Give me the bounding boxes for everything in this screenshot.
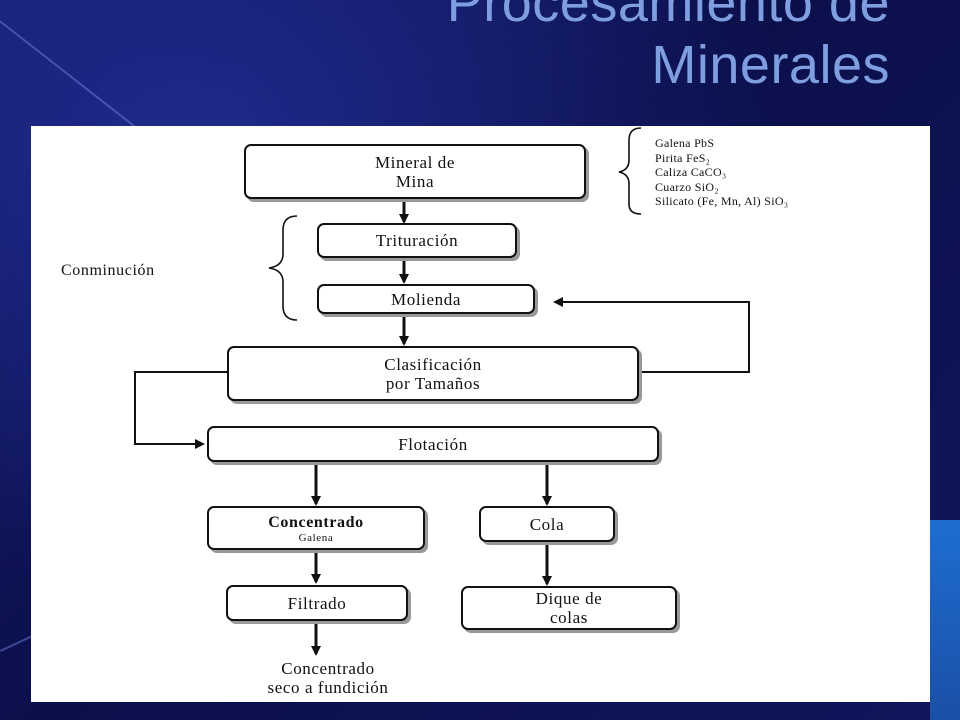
filtrado-box: Filtrado [226, 585, 408, 621]
mineral-de-mina-line1: Mineral de [374, 152, 456, 172]
mineral-item: Pirita FeS₂ [655, 150, 711, 165]
filtrado-label: Filtrado [287, 593, 347, 613]
dique-line2: colas [550, 608, 588, 627]
trituracion-label: Trituración [375, 231, 459, 250]
mineral-de-mina-line2: Mina [395, 171, 435, 191]
mineral-de-mina-box: Mineral de Mina [244, 144, 586, 199]
mineral-item: Cuarzo SiO₂ [655, 179, 719, 194]
clasificacion-line2: por Tamaños [385, 373, 481, 393]
mineral-item: Galena PbS [655, 136, 715, 150]
clasificacion-line1: Clasificación [384, 354, 482, 374]
mineral-item: Caliza CaCO₃ [655, 165, 727, 179]
cola-label: Cola [529, 514, 565, 534]
conminucion-brace [268, 215, 298, 321]
flotacion-label: Flotación [398, 434, 468, 454]
slide-title-line2: Minerales [651, 35, 890, 95]
final-product-label: Concentrado seco a fundición [223, 659, 433, 697]
minerals-brace [618, 127, 642, 215]
molienda-box: Molienda [317, 284, 535, 314]
slide-title-line1: Procesamiento de [446, 0, 890, 33]
mineral-list: Galena PbS Pirita FeS₂ Caliza CaCO₃ Cuar… [655, 136, 788, 209]
side-accent-panel [930, 520, 960, 720]
molienda-label: Molienda [391, 289, 461, 309]
trituracion-box: Trituración [317, 223, 517, 258]
flotacion-box: Flotación [207, 426, 659, 462]
arrow-recycle-molienda [553, 297, 750, 373]
final-line1: Concentrado [281, 659, 375, 678]
connector-lines [134, 127, 750, 656]
concentrado-sublabel: Galena [298, 531, 334, 544]
dique-line1: Dique de [535, 589, 603, 608]
diagram-canvas: Mineral de Mina Galena PbS Pirita FeS₂ C… [31, 126, 930, 702]
mineral-item: Silicato (Fe, Mn, Al) SiO₃ [655, 194, 789, 208]
conminucion-label: Conminución [61, 262, 155, 279]
slide-title: Procesamiento de Minerales [290, 0, 890, 96]
arrow-bypass-flotacion [134, 371, 227, 449]
clasificacion-box: Clasificación por Tamaños [227, 346, 639, 401]
concentrado-label: Concentrado [268, 513, 364, 531]
final-line2: seco a fundición [267, 678, 389, 697]
concentrado-box: Concentrado Galena [207, 506, 425, 550]
dique-box: Dique de colas [461, 586, 677, 630]
cola-box: Cola [479, 506, 615, 542]
